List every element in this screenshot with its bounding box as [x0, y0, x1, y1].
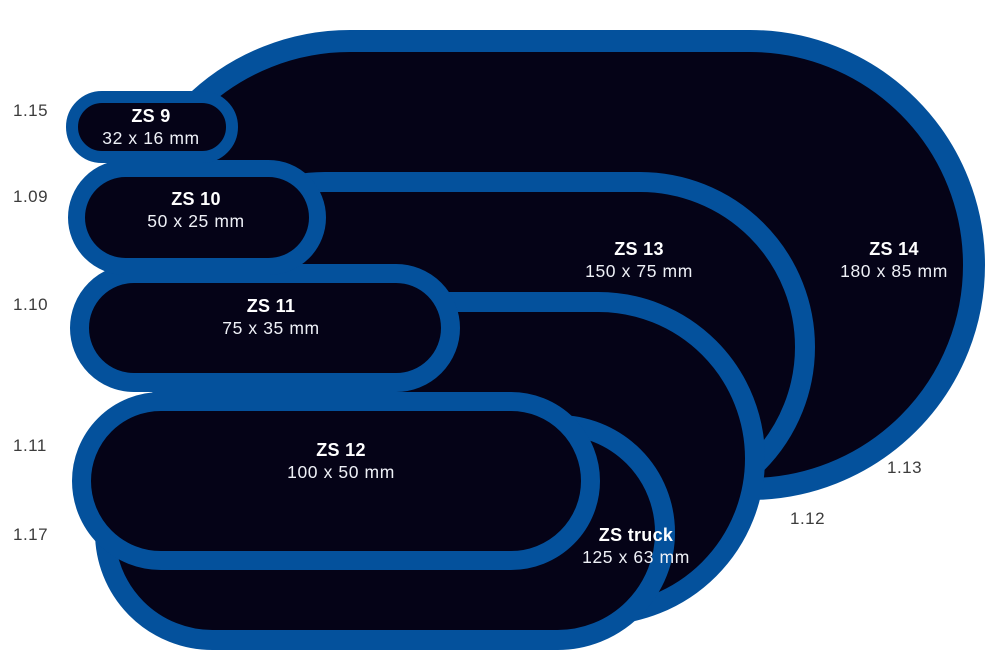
ref-number-1-11: 1.11 [13, 436, 47, 455]
patch-zs10-shape [68, 160, 326, 275]
patch-zs9-shape [66, 91, 238, 163]
ref-number-1-09: 1.09 [13, 187, 49, 206]
ref-number-1-13: 1.13 [887, 458, 923, 477]
patch-zs12-shape [72, 392, 600, 570]
ref-number-1-12: 1.12 [790, 509, 826, 528]
ref-number-1-15: 1.15 [13, 101, 49, 120]
ref-number-1-17: 1.17 [13, 525, 49, 544]
patch-zs11-shape [70, 264, 460, 392]
ref-number-1-10: 1.10 [13, 295, 49, 314]
